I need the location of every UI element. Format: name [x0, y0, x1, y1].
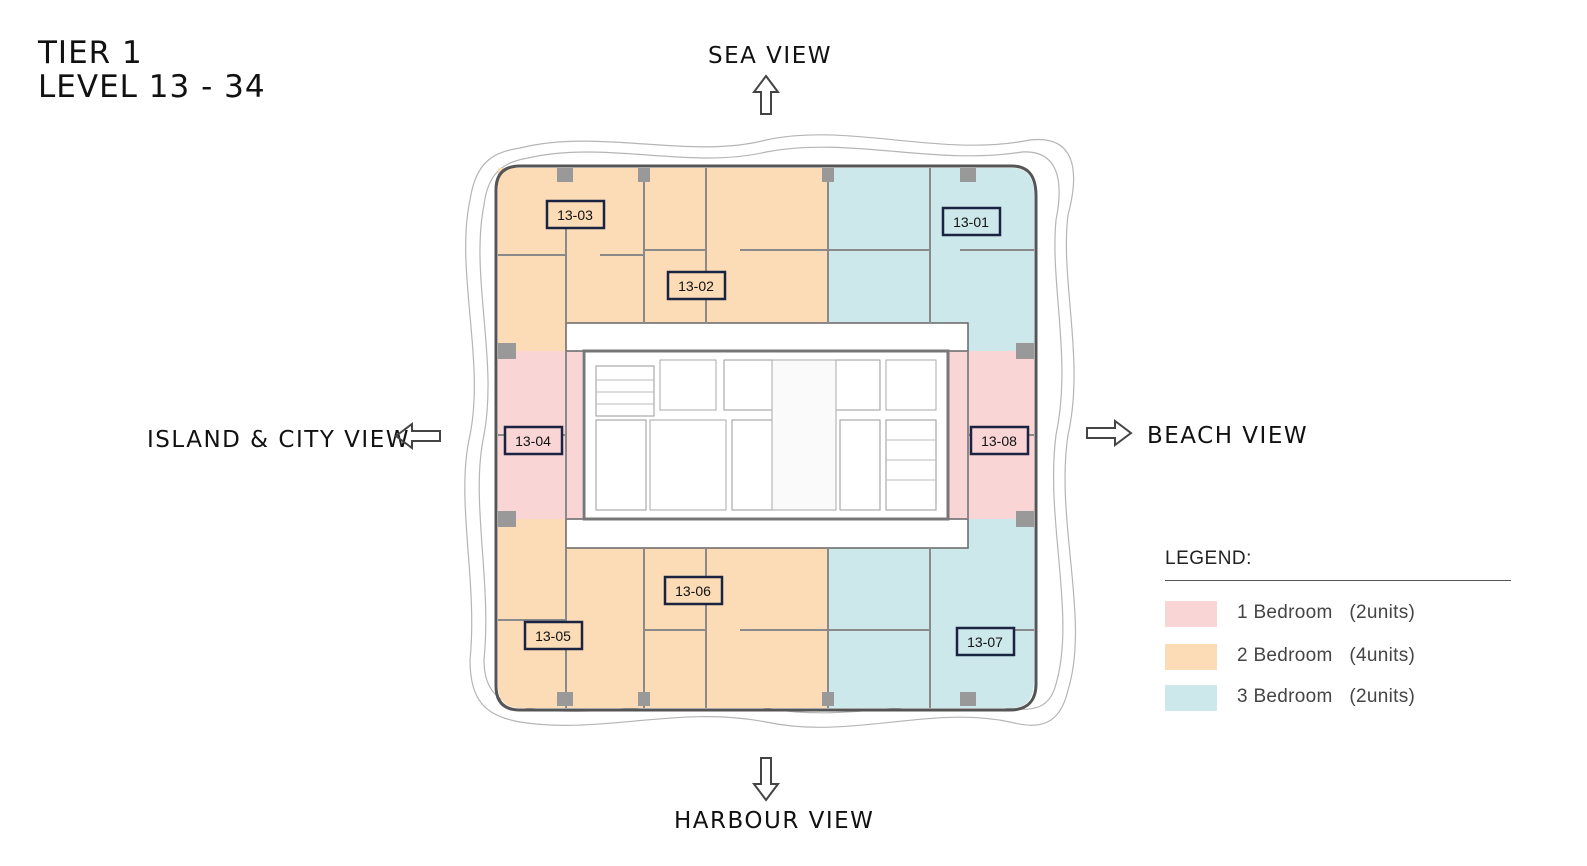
unit-1304-label: 13-04 — [515, 433, 551, 449]
legend-item-1br: 1 Bedroom (2units) — [1165, 601, 1511, 627]
legend-item-2br: 2 Bedroom (4units) — [1165, 644, 1511, 670]
beach-view-label: BEACH VIEW — [1147, 423, 1309, 449]
legend-item-3br: 3 Bedroom (2units) — [1165, 685, 1511, 711]
legend-label-3br: 3 Bedroom (2units) — [1237, 686, 1416, 707]
unit-1305-label: 13-05 — [535, 628, 571, 644]
arrow-left-icon — [394, 422, 441, 450]
unit-tag-1302: 13-02 — [666, 270, 727, 301]
central-core — [582, 349, 950, 521]
unit-1308-label: 13-08 — [981, 433, 1017, 449]
legend-label-2br: 2 Bedroom (4units) — [1237, 645, 1416, 666]
unit-tag-1308: 13-08 — [969, 425, 1030, 456]
unit-labels: 13-03 13-02 13-01 13-04 13-08 13-06 13-0… — [503, 199, 1030, 657]
sea-view-label: SEA VIEW — [708, 43, 832, 69]
unit-tag-1306: 13-06 — [663, 575, 724, 606]
plan-title: TIER 1 LEVEL 13 - 34 — [38, 36, 266, 104]
corridors — [565, 322, 969, 549]
unit-tag-1301: 13-01 — [941, 206, 1002, 237]
arrow-right-icon — [1086, 419, 1133, 447]
unit-1303-area — [498, 168, 644, 351]
island-city-view-label: ISLAND & CITY VIEW — [147, 427, 410, 453]
columns — [498, 168, 1034, 706]
building-outline — [494, 164, 1038, 712]
arrow-down-icon — [752, 757, 780, 802]
unit-1306-area — [644, 548, 828, 708]
tier-label: TIER 1 — [38, 35, 143, 71]
unit-1303-label: 13-03 — [557, 207, 593, 223]
legend-swatch-3br — [1165, 685, 1217, 711]
unit-tag-1303: 13-03 — [545, 199, 606, 230]
unit-1305-area — [498, 519, 644, 708]
unit-tag-1305: 13-05 — [523, 620, 584, 651]
unit-tag-1304: 13-04 — [503, 425, 564, 456]
harbour-view-label: HARBOUR VIEW — [674, 808, 875, 834]
unit-tag-1307: 13-07 — [955, 626, 1016, 657]
legend: LEGEND: 1 Bedroom (2units) 2 Bedroom (4u… — [1165, 548, 1511, 711]
arrow-up-icon — [752, 74, 780, 115]
level-label: LEVEL 13 - 34 — [38, 69, 266, 105]
unit-1301-label: 13-01 — [953, 214, 989, 230]
unit-1306-label: 13-06 — [675, 583, 711, 599]
legend-swatch-1br — [1165, 601, 1217, 627]
unit-1302-label: 13-02 — [678, 278, 714, 294]
legend-title: LEGEND: — [1165, 548, 1511, 581]
unit-1307-label: 13-07 — [967, 634, 1003, 650]
legend-swatch-2br — [1165, 644, 1217, 670]
legend-label-1br: 1 Bedroom (2units) — [1237, 602, 1416, 623]
